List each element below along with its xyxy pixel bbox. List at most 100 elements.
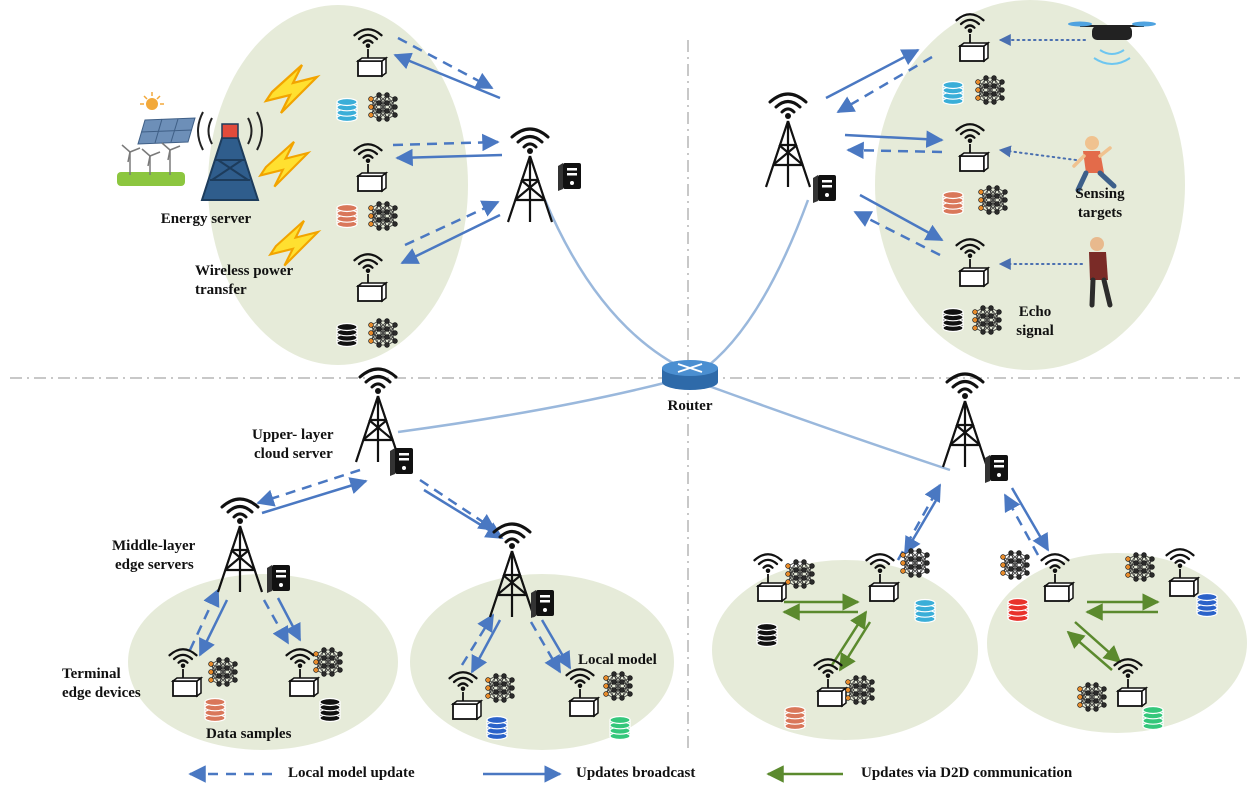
- cluster-ellipse: [712, 560, 978, 740]
- data-samples-label: Data samples: [206, 726, 292, 742]
- edge-device-icon: [1040, 553, 1076, 603]
- edge-device-icon: [955, 123, 991, 173]
- edge-device-icon: [168, 648, 204, 698]
- quadrant-dividers: [10, 40, 1240, 752]
- edge-device-icon: [353, 253, 389, 303]
- broadcast-arrow: [470, 619, 502, 674]
- drone-icon: [1068, 21, 1156, 65]
- database-icon: [1196, 592, 1218, 618]
- lightning-icon: [258, 141, 312, 188]
- database-icon: [336, 97, 358, 123]
- echo-dotted-arrow: [998, 145, 1077, 161]
- database-icon: [336, 203, 358, 229]
- server-icon: [985, 455, 1008, 483]
- broadcast-arrow: [859, 193, 944, 242]
- neural-network-icon: [975, 75, 1005, 105]
- broadcast-arrow: [844, 130, 944, 148]
- d2d-arrow: [1066, 630, 1113, 671]
- cluster-ellipse: [128, 574, 398, 750]
- database-icon: [756, 622, 778, 648]
- legend-local-update-label: Local model update: [288, 765, 415, 781]
- database-icon: [784, 705, 806, 731]
- neural-network-icon: [845, 675, 875, 705]
- solar-panel-icon: [137, 117, 196, 145]
- neural-network-icon: [368, 92, 398, 122]
- broadcast-arrow: [400, 213, 501, 265]
- neural-network-icon: [900, 548, 930, 578]
- edge-device-icon: [353, 143, 389, 193]
- neural-network-icon: [603, 671, 633, 701]
- edge-device-icon: [865, 553, 901, 603]
- lightning-icon: [268, 220, 322, 267]
- server-icon: [558, 163, 581, 191]
- broadcast-arrow: [393, 52, 501, 100]
- legend-d2d-label: Updates via D2D communication: [861, 765, 1073, 781]
- neural-network-icon: [313, 647, 343, 677]
- cell-tower-icon: [941, 372, 989, 468]
- local-update-arrow: [404, 200, 500, 247]
- edge-device-icon: [955, 13, 991, 63]
- broadcast-arrow: [423, 488, 504, 540]
- local-update-arrow: [392, 133, 500, 152]
- broadcast-arrow: [198, 599, 229, 657]
- broadcast-arrow: [395, 148, 503, 167]
- d2d-arrow: [1074, 621, 1122, 664]
- broadcast-arrow: [825, 48, 920, 100]
- local-update-arrow: [529, 621, 562, 674]
- energy-server-illustration: [117, 92, 263, 201]
- d2d-arrow: [830, 610, 868, 666]
- server-icon: [531, 590, 554, 618]
- database-icon: [942, 307, 964, 333]
- database-icon: [486, 715, 508, 741]
- upper-layer-label: Upper- layer: [252, 427, 334, 443]
- database-icon: [942, 190, 964, 216]
- neural-network-icon: [972, 305, 1002, 335]
- local-update-arrow: [256, 468, 361, 507]
- edge-device-icon: [1113, 658, 1149, 708]
- edge-devices-label: edge devices: [62, 685, 141, 701]
- database-icon: [1007, 597, 1029, 623]
- neural-network-icon: [368, 201, 398, 231]
- echo-label: Echo: [1018, 304, 1052, 320]
- broadcast-arrow: [903, 496, 940, 555]
- cell-tower-icon: [764, 92, 812, 188]
- signal-label: signal: [1016, 323, 1054, 339]
- neural-network-icon: [485, 673, 515, 703]
- database-icon: [1142, 705, 1164, 731]
- edge-device-icon: [813, 658, 849, 708]
- server-icon: [267, 565, 290, 593]
- local-update-arrow: [836, 55, 933, 114]
- database-icon: [914, 598, 936, 624]
- neural-network-icon: [978, 185, 1008, 215]
- local-model-label: Local model: [578, 652, 657, 668]
- edge-device-icon: [1165, 548, 1201, 598]
- person-icon: [1089, 237, 1113, 308]
- local-update-arrow: [262, 599, 290, 645]
- server-icon: [813, 175, 836, 203]
- edge-device-icon: [285, 648, 321, 698]
- edge-device-icon: [753, 553, 789, 603]
- backbone-links: [397, 199, 951, 472]
- edge-device-icon: [448, 671, 484, 721]
- cell-tower-icon: [216, 497, 264, 593]
- middle-layer-label: Middle-layer: [112, 538, 196, 554]
- edge-servers-label: edge servers: [115, 557, 194, 573]
- server-icon: [390, 448, 413, 476]
- d2d-arrow: [838, 621, 872, 672]
- neural-network-icon: [208, 657, 238, 687]
- terminal-label: Terminal: [62, 666, 121, 682]
- local-update-arrow: [1003, 493, 1040, 556]
- neural-network-icon: [1000, 550, 1030, 580]
- energy-tower-icon: [197, 111, 263, 201]
- router-icon: [662, 360, 718, 390]
- local-update-arrow: [397, 36, 494, 90]
- person-icon: [1072, 136, 1117, 193]
- cell-tower-icon: [354, 367, 402, 463]
- broadcast-arrow: [276, 597, 302, 642]
- edge-device-icon: [955, 238, 991, 288]
- local-update-arrow: [896, 483, 942, 561]
- cloud-server-label: cloud server: [254, 446, 333, 462]
- wireless-power-label: Wireless power: [195, 263, 294, 279]
- local-update-arrow: [460, 613, 495, 666]
